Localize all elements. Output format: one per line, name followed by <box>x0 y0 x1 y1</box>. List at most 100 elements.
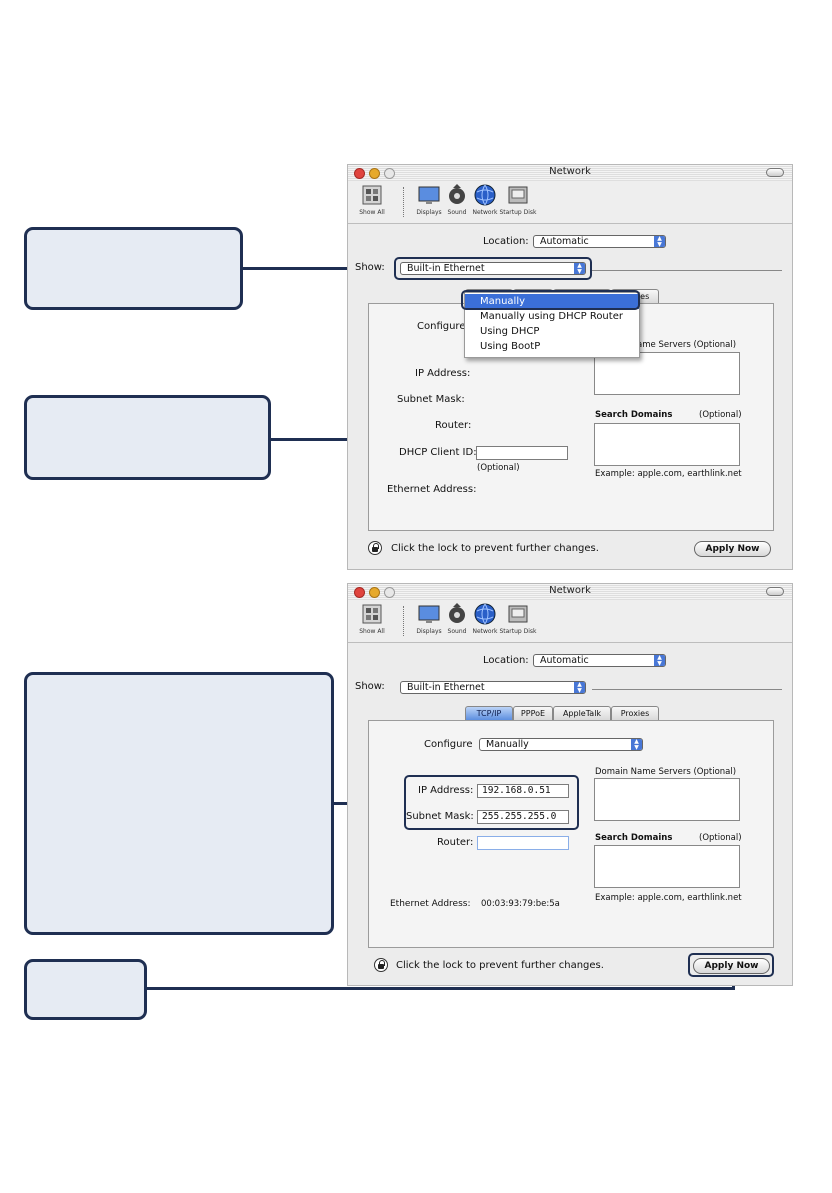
window-title: Network <box>549 585 591 596</box>
tab-appletalk[interactable]: AppleTalk <box>553 706 611 720</box>
menu-item-manually[interactable]: Manually <box>465 294 639 309</box>
connector-line-2a <box>270 438 381 441</box>
router-input[interactable] <box>477 836 569 850</box>
show-value: Built-in Ethernet <box>407 682 485 693</box>
toolbar: Show All Displays Sound Network Startup … <box>348 600 792 643</box>
toolbar-network[interactable]: Network <box>465 602 505 635</box>
dns-servers-textarea[interactable] <box>594 352 740 395</box>
subnet-mask-label: Subnet Mask: <box>397 394 465 405</box>
example-text: Example: apple.com, earthlink.net <box>595 893 742 903</box>
ethernet-address-label: Ethernet Address: <box>387 484 477 495</box>
search-domains-textarea[interactable] <box>594 423 740 466</box>
apply-now-button[interactable]: Apply Now <box>693 958 770 974</box>
toolbar-label: Network <box>472 628 498 635</box>
window-title: Network <box>549 166 591 177</box>
router-label: Router: <box>435 420 472 431</box>
popup-arrows-icon: ▲▼ <box>574 263 585 274</box>
location-popup[interactable]: Automatic ▲▼ <box>533 654 666 667</box>
toolbar-sound[interactable]: Sound <box>437 183 477 216</box>
sound-icon <box>449 603 465 623</box>
ip-address-input[interactable]: 192.168.0.51 <box>477 784 569 798</box>
close-button[interactable] <box>354 587 365 598</box>
highlight-show-popup <box>394 257 592 280</box>
location-label: Location: <box>483 655 529 666</box>
dns-servers-textarea[interactable] <box>594 778 740 821</box>
popup-arrows-icon: ▲▼ <box>574 682 585 693</box>
zoom-button[interactable] <box>384 587 395 598</box>
toolbar-label: Displays <box>416 209 442 216</box>
toolbar-label: Show All <box>359 628 385 635</box>
tab-label: AppleTalk <box>562 709 602 718</box>
close-button[interactable] <box>354 168 365 179</box>
menu-item-using-dhcp[interactable]: Using DHCP <box>480 326 540 337</box>
dns-optional-text: (Optional) <box>693 340 737 350</box>
connector-line-1 <box>242 267 395 270</box>
toolbar-startup-disk[interactable]: Startup Disk <box>498 183 538 216</box>
search-optional-label: (Optional) <box>699 833 742 843</box>
toolbar-label: Sound <box>447 628 467 635</box>
minimize-button[interactable] <box>369 168 380 179</box>
configure-popup[interactable]: Manually ▲▼ <box>479 738 643 751</box>
dhcp-optional-label: (Optional) <box>477 463 520 473</box>
dhcp-client-id-input[interactable] <box>476 446 568 460</box>
dhcp-client-id-label: DHCP Client ID: <box>399 447 477 458</box>
toolbar-displays[interactable]: Displays <box>409 602 449 635</box>
toolbar-label: Displays <box>416 628 442 635</box>
search-optional-label: (Optional) <box>699 410 742 420</box>
zoom-button[interactable] <box>384 168 395 179</box>
startup-disk-icon <box>508 186 528 204</box>
tab-proxies[interactable]: Proxies <box>611 706 659 720</box>
toolbar-label: Startup Disk <box>499 209 537 216</box>
popup-arrows-icon: ▲▼ <box>654 236 665 247</box>
search-domains-label: Search Domains <box>595 833 673 843</box>
menu-item-using-bootp[interactable]: Using BootP <box>480 341 541 352</box>
tab-pppoe[interactable]: PPPoE <box>513 706 553 720</box>
search-domains-textarea[interactable] <box>594 845 740 888</box>
location-value: Automatic <box>540 655 589 666</box>
toolbar-displays[interactable]: Displays <box>409 183 449 216</box>
menu-item-manually-dhcp-router[interactable]: Manually using DHCP Router <box>480 311 623 322</box>
subnet-mask-input[interactable]: 255.255.255.0 <box>477 810 569 824</box>
location-popup[interactable]: Automatic ▲▼ <box>533 235 666 248</box>
search-domains-label: Search Domains <box>595 410 673 420</box>
ip-address-label: IP Address: <box>415 368 471 379</box>
show-divider <box>592 689 782 690</box>
toolbar-sound[interactable]: Sound <box>437 602 477 635</box>
title-bar: Network <box>348 584 792 600</box>
toolbar-toggle-button[interactable] <box>766 587 784 596</box>
location-label: Location: <box>483 236 529 247</box>
lock-icon[interactable] <box>374 958 388 972</box>
network-window-2: Network Show All Displays Sound Network … <box>347 583 793 986</box>
show-all-icon <box>362 604 382 624</box>
apply-now-button[interactable]: Apply Now <box>694 541 771 557</box>
callout-box-4 <box>24 959 147 1020</box>
tab-label: PPPoE <box>520 709 546 718</box>
toolbar-show-all[interactable]: Show All <box>352 183 392 216</box>
subnet-mask-label: Subnet Mask: <box>406 811 474 822</box>
show-popup[interactable]: Built-in Ethernet ▲▼ <box>400 681 586 694</box>
dns-label-text: Domain Name Servers <box>595 340 691 350</box>
toolbar-network[interactable]: Network <box>465 183 505 216</box>
toolbar-label: Startup Disk <box>499 628 537 635</box>
tab-label: TCP/IP <box>476 709 502 718</box>
router-label: Router: <box>437 837 474 848</box>
popup-arrows-icon: ▲▼ <box>654 655 665 666</box>
toolbar: Show All Displays Sound Network Startup … <box>348 181 792 224</box>
configure-value: Manually <box>486 739 529 750</box>
tab-bar: TCP/IP PPPoE AppleTalk Proxies <box>465 706 675 720</box>
lock-text: Click the lock to prevent further change… <box>391 543 599 554</box>
title-bar: Network <box>348 165 792 181</box>
toolbar-startup-disk[interactable]: Startup Disk <box>498 602 538 635</box>
callout-box-3 <box>24 672 334 935</box>
lock-icon[interactable] <box>368 541 382 555</box>
show-popup[interactable]: Built-in Ethernet ▲▼ <box>400 262 586 275</box>
configure-dropdown-menu: Manually Manually using DHCP Router Usin… <box>464 292 640 358</box>
tab-tcpip[interactable]: TCP/IP <box>465 706 513 720</box>
popup-arrows-icon: ▲▼ <box>631 739 642 750</box>
toolbar-toggle-button[interactable] <box>766 168 784 177</box>
highlight-apply-now-button <box>688 953 774 977</box>
toolbar-label: Show All <box>359 209 385 216</box>
toolbar-show-all[interactable]: Show All <box>352 602 392 635</box>
lock-text: Click the lock to prevent further change… <box>396 960 604 971</box>
minimize-button[interactable] <box>369 587 380 598</box>
